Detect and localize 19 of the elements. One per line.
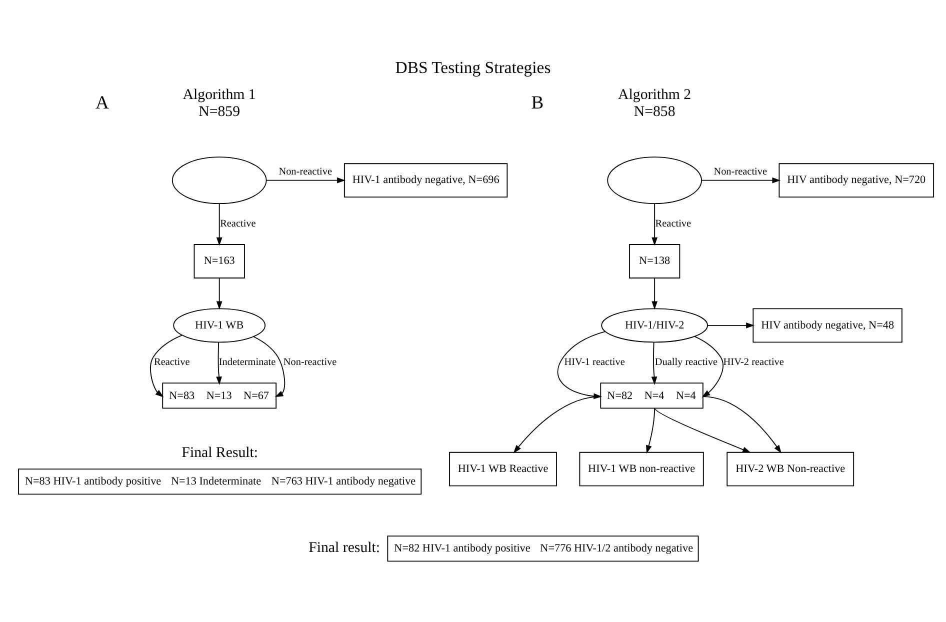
edge-label: HIV-2 reactive — [723, 357, 784, 368]
label: N=859 — [198, 104, 240, 120]
edge-label: Indeterminate — [218, 357, 276, 368]
diagram-title: DBS Testing Strategies — [395, 58, 551, 77]
edge-label: Non-reactive — [278, 166, 332, 178]
label: Algorithm 2 — [618, 87, 692, 104]
label: N=858 — [634, 104, 676, 120]
label: A — [95, 92, 109, 114]
node-label: Final result: — [308, 540, 380, 556]
edge-label: Non-reactive — [714, 166, 768, 178]
edge-label: Non-reactive — [283, 357, 337, 368]
edge-label: Reactive — [154, 357, 190, 368]
label: Algorithm 1 — [182, 87, 256, 104]
edge-label: HIV-1 reactive — [564, 357, 625, 368]
label: B — [531, 92, 544, 114]
edge-label: Reactive — [220, 218, 256, 230]
edge-label: Dually reactive — [654, 357, 718, 368]
edge-label: Reactive — [655, 218, 692, 230]
node-label: Final Result: — [182, 444, 258, 461]
